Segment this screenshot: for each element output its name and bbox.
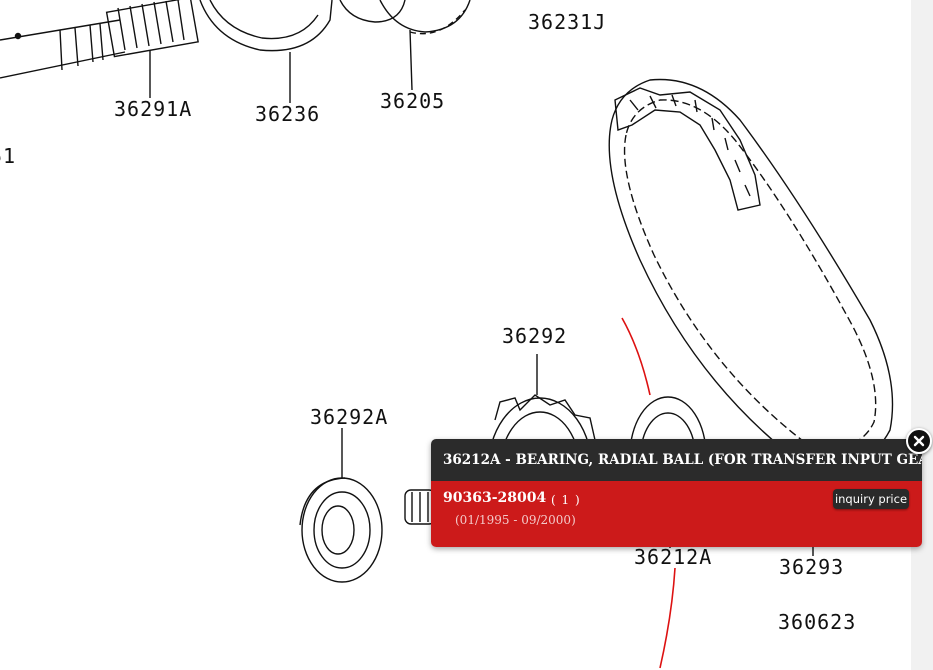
part-label[interactable]: 51 <box>0 144 17 168</box>
date-range: (01/1995 - 09/2000) <box>455 513 576 527</box>
part-label[interactable]: 360623 <box>778 610 857 634</box>
part-label[interactable]: 36236 <box>255 102 321 126</box>
inquiry-price-button[interactable]: inquiry price <box>833 489 909 509</box>
popup-body: 90363-28004 ( 1 ) (01/1995 - 09/2000) in… <box>431 481 922 547</box>
part-label[interactable]: 36292A <box>310 405 389 429</box>
part-label[interactable]: 36293 <box>779 555 845 579</box>
close-icon <box>913 435 925 447</box>
part-label[interactable]: 36205 <box>380 89 446 113</box>
quantity: ( 1 ) <box>551 493 581 507</box>
scrollbar[interactable] <box>911 0 933 670</box>
popup-close-button[interactable] <box>906 428 932 454</box>
part-label[interactable]: 36291A <box>114 97 193 121</box>
part-label[interactable]: 36292 <box>502 324 568 348</box>
part-number-link[interactable]: 90363-28004 <box>443 490 547 506</box>
part-popup: 36212A - BEARING, RADIAL BALL (FOR TRANS… <box>431 439 922 547</box>
part-label[interactable]: 36212A <box>634 545 713 569</box>
popup-title: 36212A - BEARING, RADIAL BALL (FOR TRANS… <box>431 439 922 481</box>
part-label[interactable]: 36231J <box>528 10 607 34</box>
